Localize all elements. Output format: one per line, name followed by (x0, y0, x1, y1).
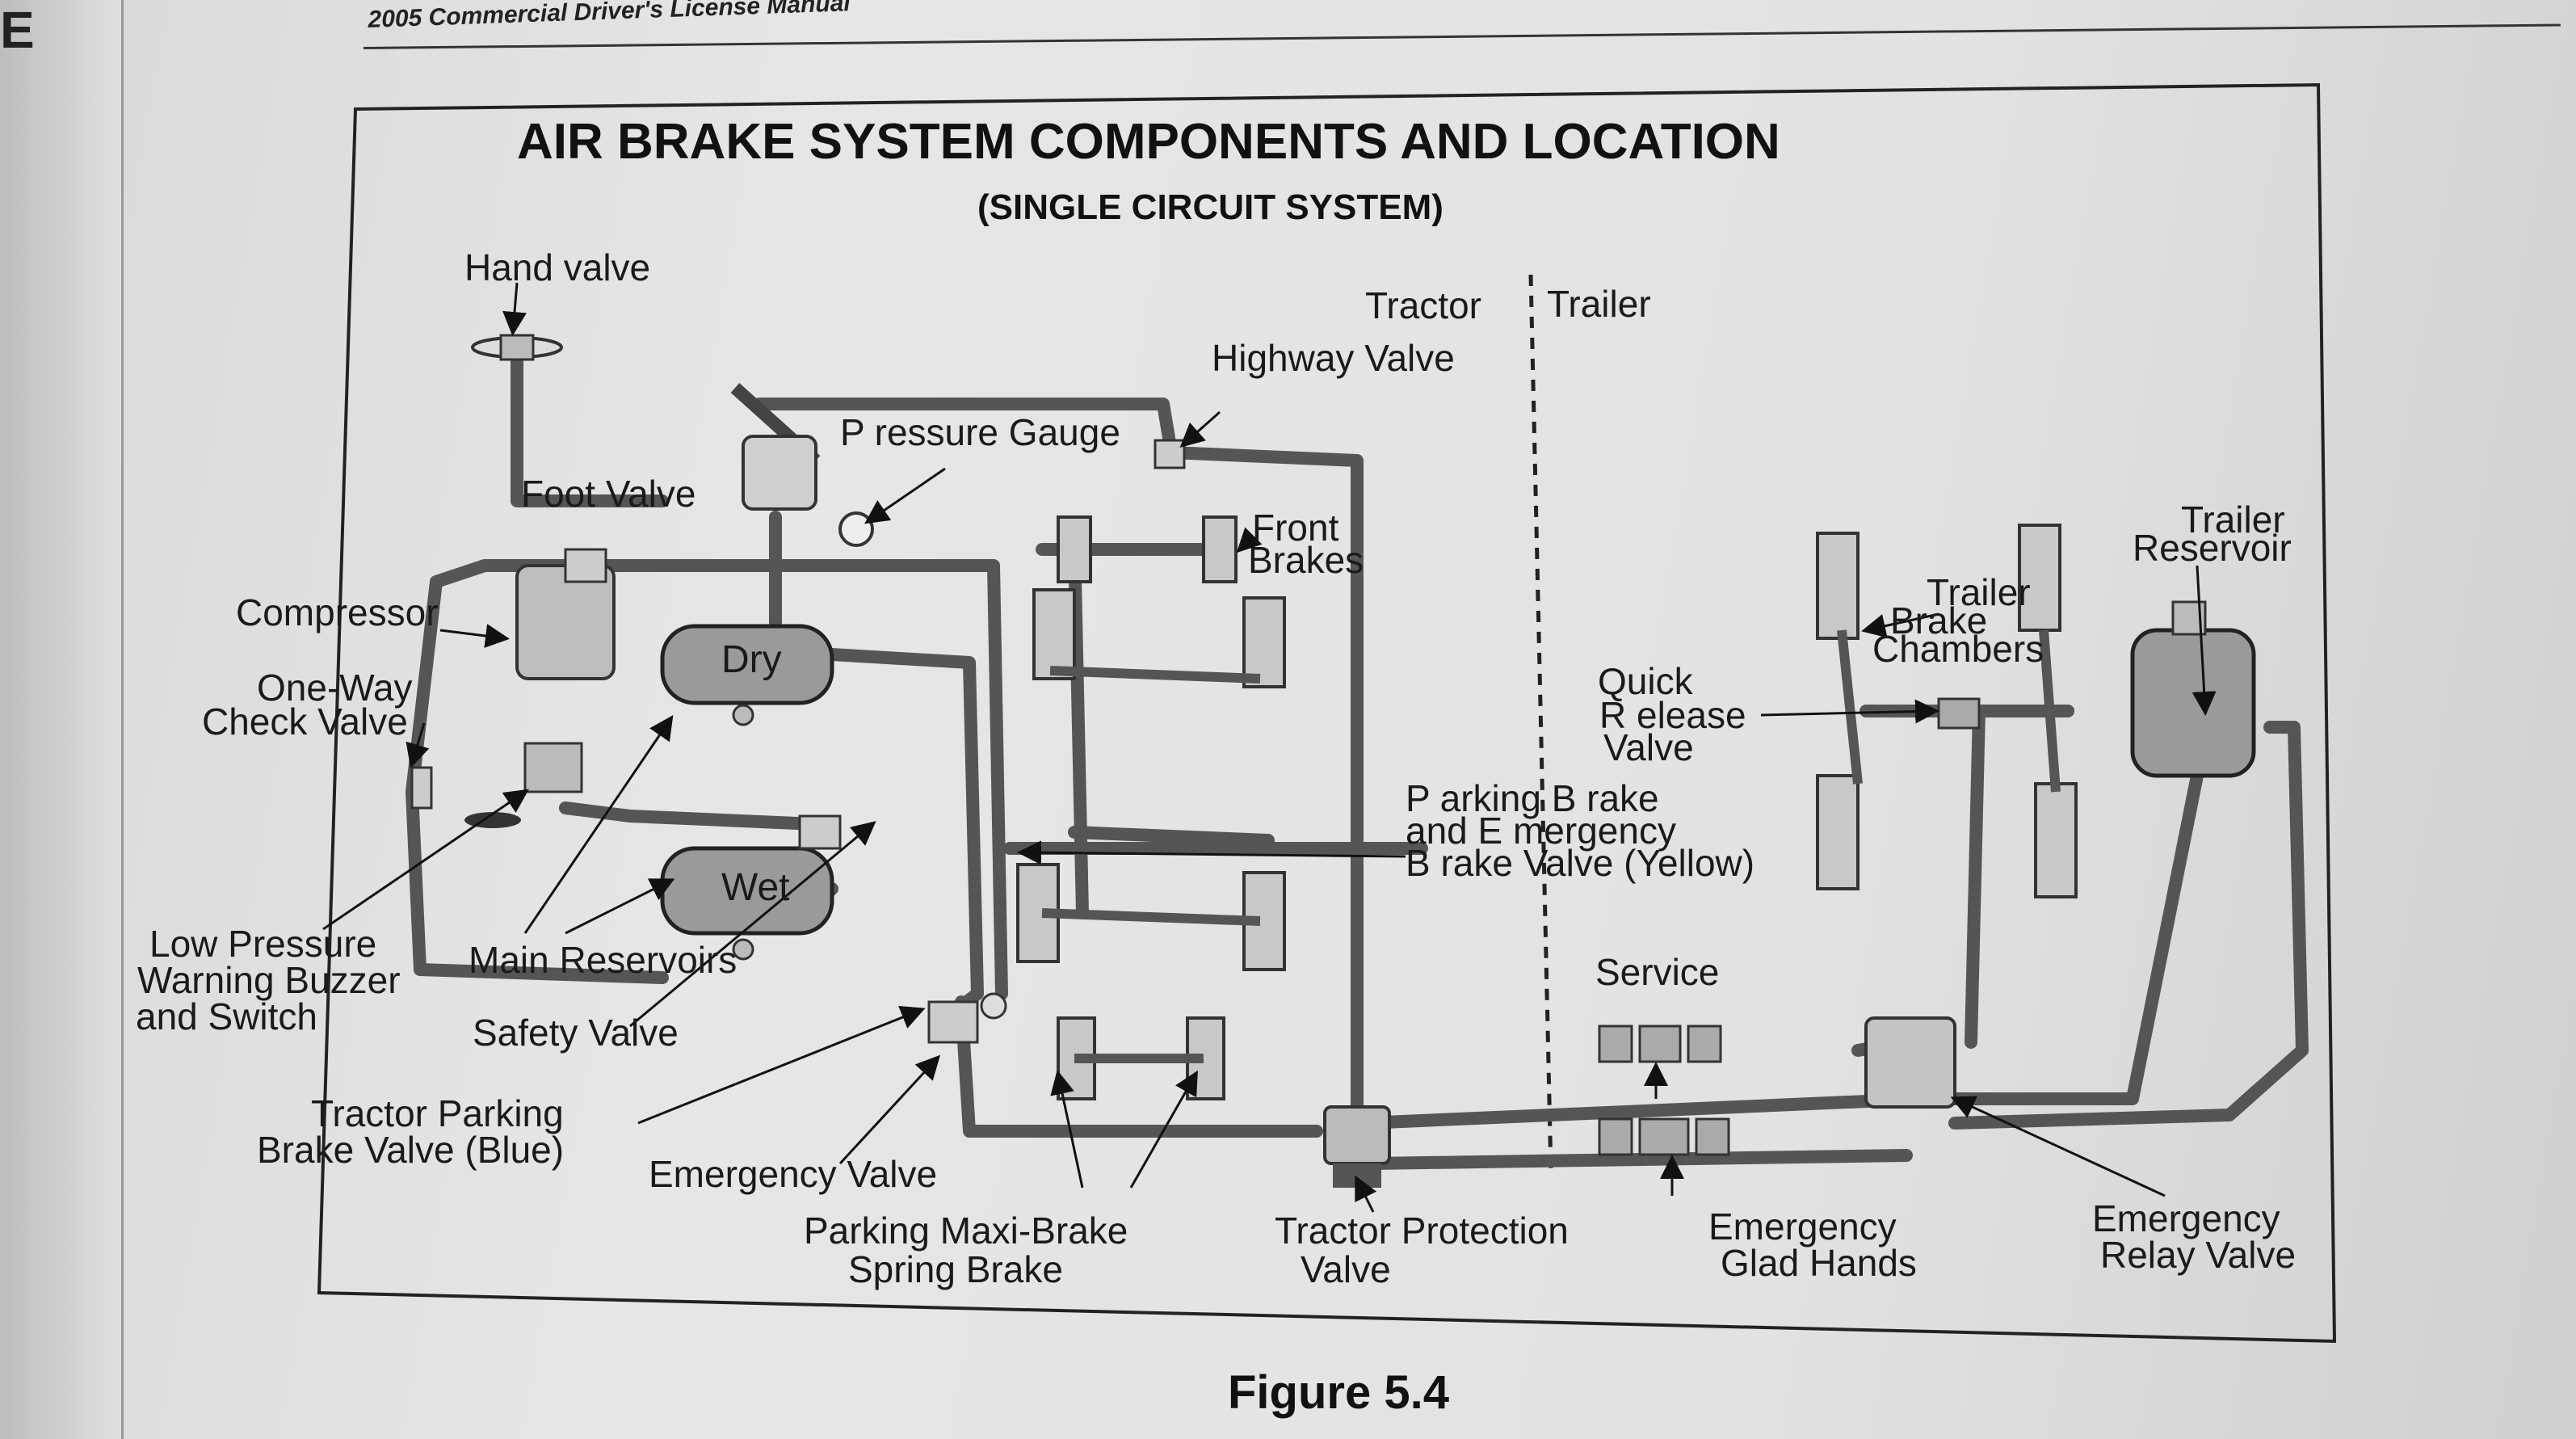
label-emergency-relay-1: Emergency (2092, 1197, 2280, 1239)
label-compressor: Compressor (236, 591, 439, 633)
label-front-brakes-1: Front (1252, 507, 1339, 549)
diagram-subtitle: (SINGLE CIRCUIT SYSTEM) (977, 187, 1443, 227)
safety-valve-shape (798, 814, 842, 850)
label-foot-valve: Foot Valve (521, 473, 696, 515)
diagram-frame (317, 82, 2337, 1344)
label-trailer-brake-2: Brake (1890, 600, 1988, 642)
foot-valve-shape (730, 383, 874, 547)
tractor-brake-chambers (1016, 515, 1286, 1100)
label-main-reservoirs: Main Reservoirs (469, 939, 738, 981)
leader-lines (322, 282, 2217, 1213)
dry-reservoir-shape (660, 624, 834, 726)
hand-valve-shape (471, 334, 563, 361)
label-parking-emergency-1: P arking B rake (1406, 777, 1659, 819)
label-service: Service (1595, 951, 1720, 993)
diagram-title: AIR BRAKE SYSTEM COMPONENTS AND LOCATION (517, 114, 1780, 170)
tractor-protection-valve-shape (1323, 1105, 1391, 1188)
label-quick-release-2: R elease (1599, 694, 1746, 736)
wet-tank-label: Wet (721, 866, 790, 909)
tractor-trailer-divider (1528, 274, 1553, 1172)
label-parking-emergency-2: and E mergency (1406, 810, 1676, 852)
label-parking-maxi-2: Spring Brake (848, 1248, 1063, 1290)
label-tractor-parking-1: Tractor Parking (311, 1092, 564, 1134)
trailer-reservoir-shape (2130, 600, 2256, 778)
label-pressure-gauge: P ressure Gauge (840, 411, 1120, 453)
emergency-glad-hands-shape (1598, 1117, 1730, 1156)
label-hand-valve: Hand valve (464, 246, 651, 288)
label-emergency-glad-1: Emergency (1708, 1205, 1897, 1248)
label-tractor-protection-2: Valve (1301, 1248, 1391, 1290)
emergency-relay-valve-shape (1864, 1016, 1956, 1109)
label-emergency-valve: Emergency Valve (649, 1153, 938, 1195)
label-trailer-reservoir-1: Trailer (2181, 499, 2285, 541)
divider-label-trailer: Trailer (1547, 283, 1651, 325)
low-pressure-switch-shape (464, 742, 583, 828)
label-quick-release-1: Quick (1598, 660, 1693, 702)
check-valve-shape (410, 766, 433, 810)
label-front-brakes-2: Brakes (1248, 539, 1364, 581)
divider-label-tractor: Tractor (1365, 284, 1481, 326)
label-tractor-parking-2: Brake Valve (Blue) (257, 1129, 565, 1171)
compressor-shape (515, 548, 616, 680)
quick-release-valve-shape (1937, 697, 1981, 730)
label-quick-release-3: Valve (1603, 726, 1694, 768)
highway-valve-shape (1154, 439, 1186, 469)
label-parking-emergency-3: B rake Valve (Yellow) (1406, 842, 1755, 884)
dry-tank-label: Dry (721, 638, 782, 681)
label-trailer-brake-1: Trailer (1927, 571, 2031, 613)
label-low-pressure-1: Low Pressure (149, 923, 377, 965)
label-low-pressure-3: and Switch (136, 995, 318, 1037)
label-highway-valve: Highway Valve (1212, 337, 1455, 379)
trailer-brake-chambers (1816, 524, 2078, 898)
label-one-way-check-valve-1: One-Way (257, 667, 413, 709)
figure-caption: Figure 5.4 (1228, 1366, 1449, 1419)
label-trailer-reservoir-2: Reservoir (2133, 527, 2292, 569)
label-emergency-relay-2: Relay Valve (2100, 1234, 2297, 1276)
label-one-way-check-valve-2: Check Valve (202, 701, 408, 743)
label-parking-maxi-1: Parking Maxi-Brake (804, 1210, 1128, 1252)
tractor-parking-valve-shape (927, 992, 1007, 1044)
service-glad-hands-shape (1598, 1025, 1722, 1063)
label-low-pressure-2: Warning Buzzer (137, 959, 401, 1001)
label-tractor-protection-1: Tractor Protection (1275, 1210, 1569, 1252)
left-page-edge: E (0, 0, 124, 1439)
left-page-letter: E (0, 1, 35, 59)
label-safety-valve: Safety Valve (473, 1012, 679, 1054)
label-emergency-glad-2: Glad Hands (1721, 1242, 1917, 1284)
label-trailer-brake-3: Chambers (1872, 628, 2044, 670)
